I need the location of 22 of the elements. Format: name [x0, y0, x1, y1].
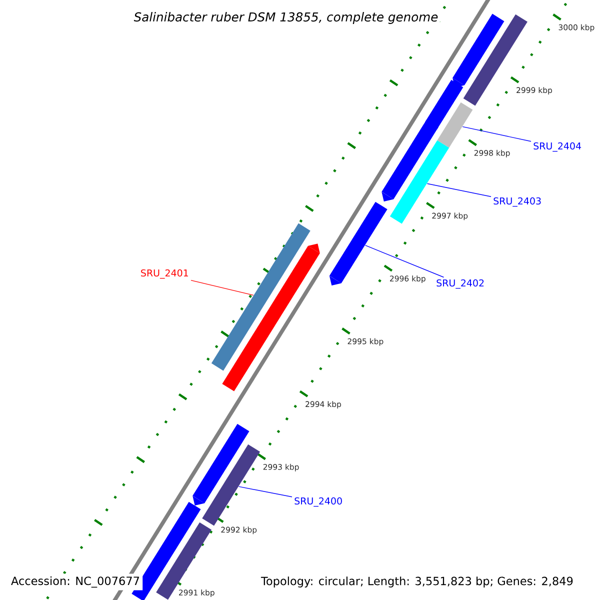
gene-bar: [390, 140, 450, 224]
gene-label: SRU_2403: [494, 197, 541, 207]
gene-label: SRU_2402: [436, 279, 484, 289]
gene-bar: [222, 244, 320, 392]
leader-line: [238, 486, 292, 498]
gene-bar: [329, 202, 388, 286]
leader-line: [364, 244, 444, 278]
gene-bar: [382, 120, 438, 202]
leader-line: [426, 183, 492, 197]
gene-bar: [192, 424, 250, 506]
gene-bar: [211, 223, 310, 371]
gene-label: SRU_2404: [534, 142, 582, 152]
leader-line: [462, 126, 532, 142]
gene-label: SRU_2400: [294, 497, 342, 507]
summary-text: Topology: circular; Length: 3,551,823 bp; Genes: 2,849: [258, 574, 576, 590]
gene-bar: [437, 102, 473, 148]
gene-bar: [452, 14, 504, 88]
accession-text: Accession: NC_007677: [8, 574, 143, 590]
gene-bar: [202, 444, 260, 526]
leader-line: [190, 280, 254, 296]
gene-label: SRU_2401: [141, 269, 188, 279]
title: Salinibacter ruber DSM 13855, complete genome: [132, 10, 440, 26]
